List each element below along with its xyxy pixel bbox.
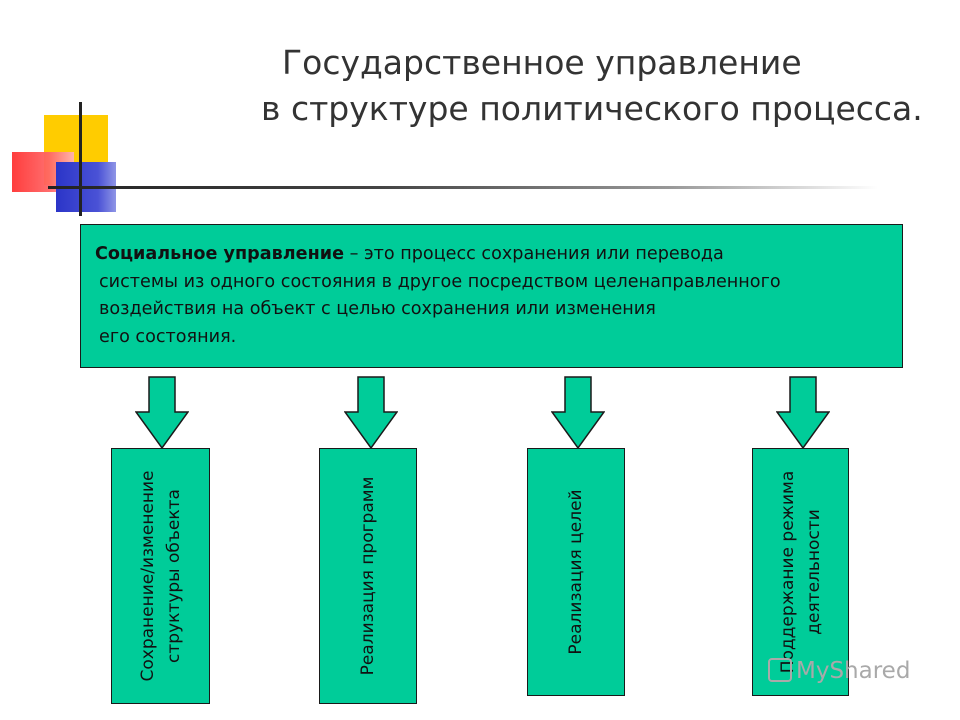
watermark: MyShared xyxy=(768,658,910,684)
definition-line-1: Социальное управление – это процесс сохр… xyxy=(95,241,898,269)
definition-line-1-rest: – это процесс сохранения или перевода xyxy=(344,244,724,264)
result-box-goals: Реализация целей xyxy=(527,448,625,696)
result-text-structure: Сохранение/изменение структуры объекта xyxy=(135,470,187,681)
title-line-2: в структуре политического процесса. xyxy=(261,89,923,128)
result-text-goals: Реализация целей xyxy=(566,489,586,655)
definition-line-4: его состояния. xyxy=(99,326,237,347)
title-underline xyxy=(48,186,878,189)
result-text-regime: Поддержание режима деятельности xyxy=(775,471,827,674)
decorative-vertical-line xyxy=(79,102,82,216)
definition-line-3: воздействия на объект с целью сохранения… xyxy=(99,299,656,319)
result-box-structure: Сохранение/изменение структуры объекта xyxy=(111,448,210,704)
result-box-regime: Поддержание режима деятельности xyxy=(752,448,849,696)
title-line-1: Государственное управление xyxy=(282,43,802,82)
myshared-logo-icon xyxy=(768,658,792,682)
result-text-regime-line-1: Поддержание режима xyxy=(777,470,798,674)
definition-text: Социальное управление – это процесс сохр… xyxy=(95,241,898,351)
down-arrow-1 xyxy=(135,376,189,450)
watermark-text: MyShared xyxy=(796,658,911,684)
definition-line-2: системы из одного состояния в другое пос… xyxy=(99,271,781,292)
result-text-structure-line-2: структуры объекта xyxy=(163,489,184,663)
result-text-structure-line-1: Сохранение/изменение xyxy=(137,470,158,682)
result-box-programs: Реализация программ xyxy=(319,448,417,704)
down-arrow-4 xyxy=(776,376,830,450)
result-text-regime-line-2: деятельности xyxy=(803,509,824,635)
down-arrow-2 xyxy=(344,376,398,450)
definition-box: Социальное управление – это процесс сохр… xyxy=(80,224,903,368)
result-text-programs: Реализация программ xyxy=(358,476,378,676)
down-arrow-3 xyxy=(551,376,605,450)
definition-term: Социальное управление xyxy=(95,244,345,264)
